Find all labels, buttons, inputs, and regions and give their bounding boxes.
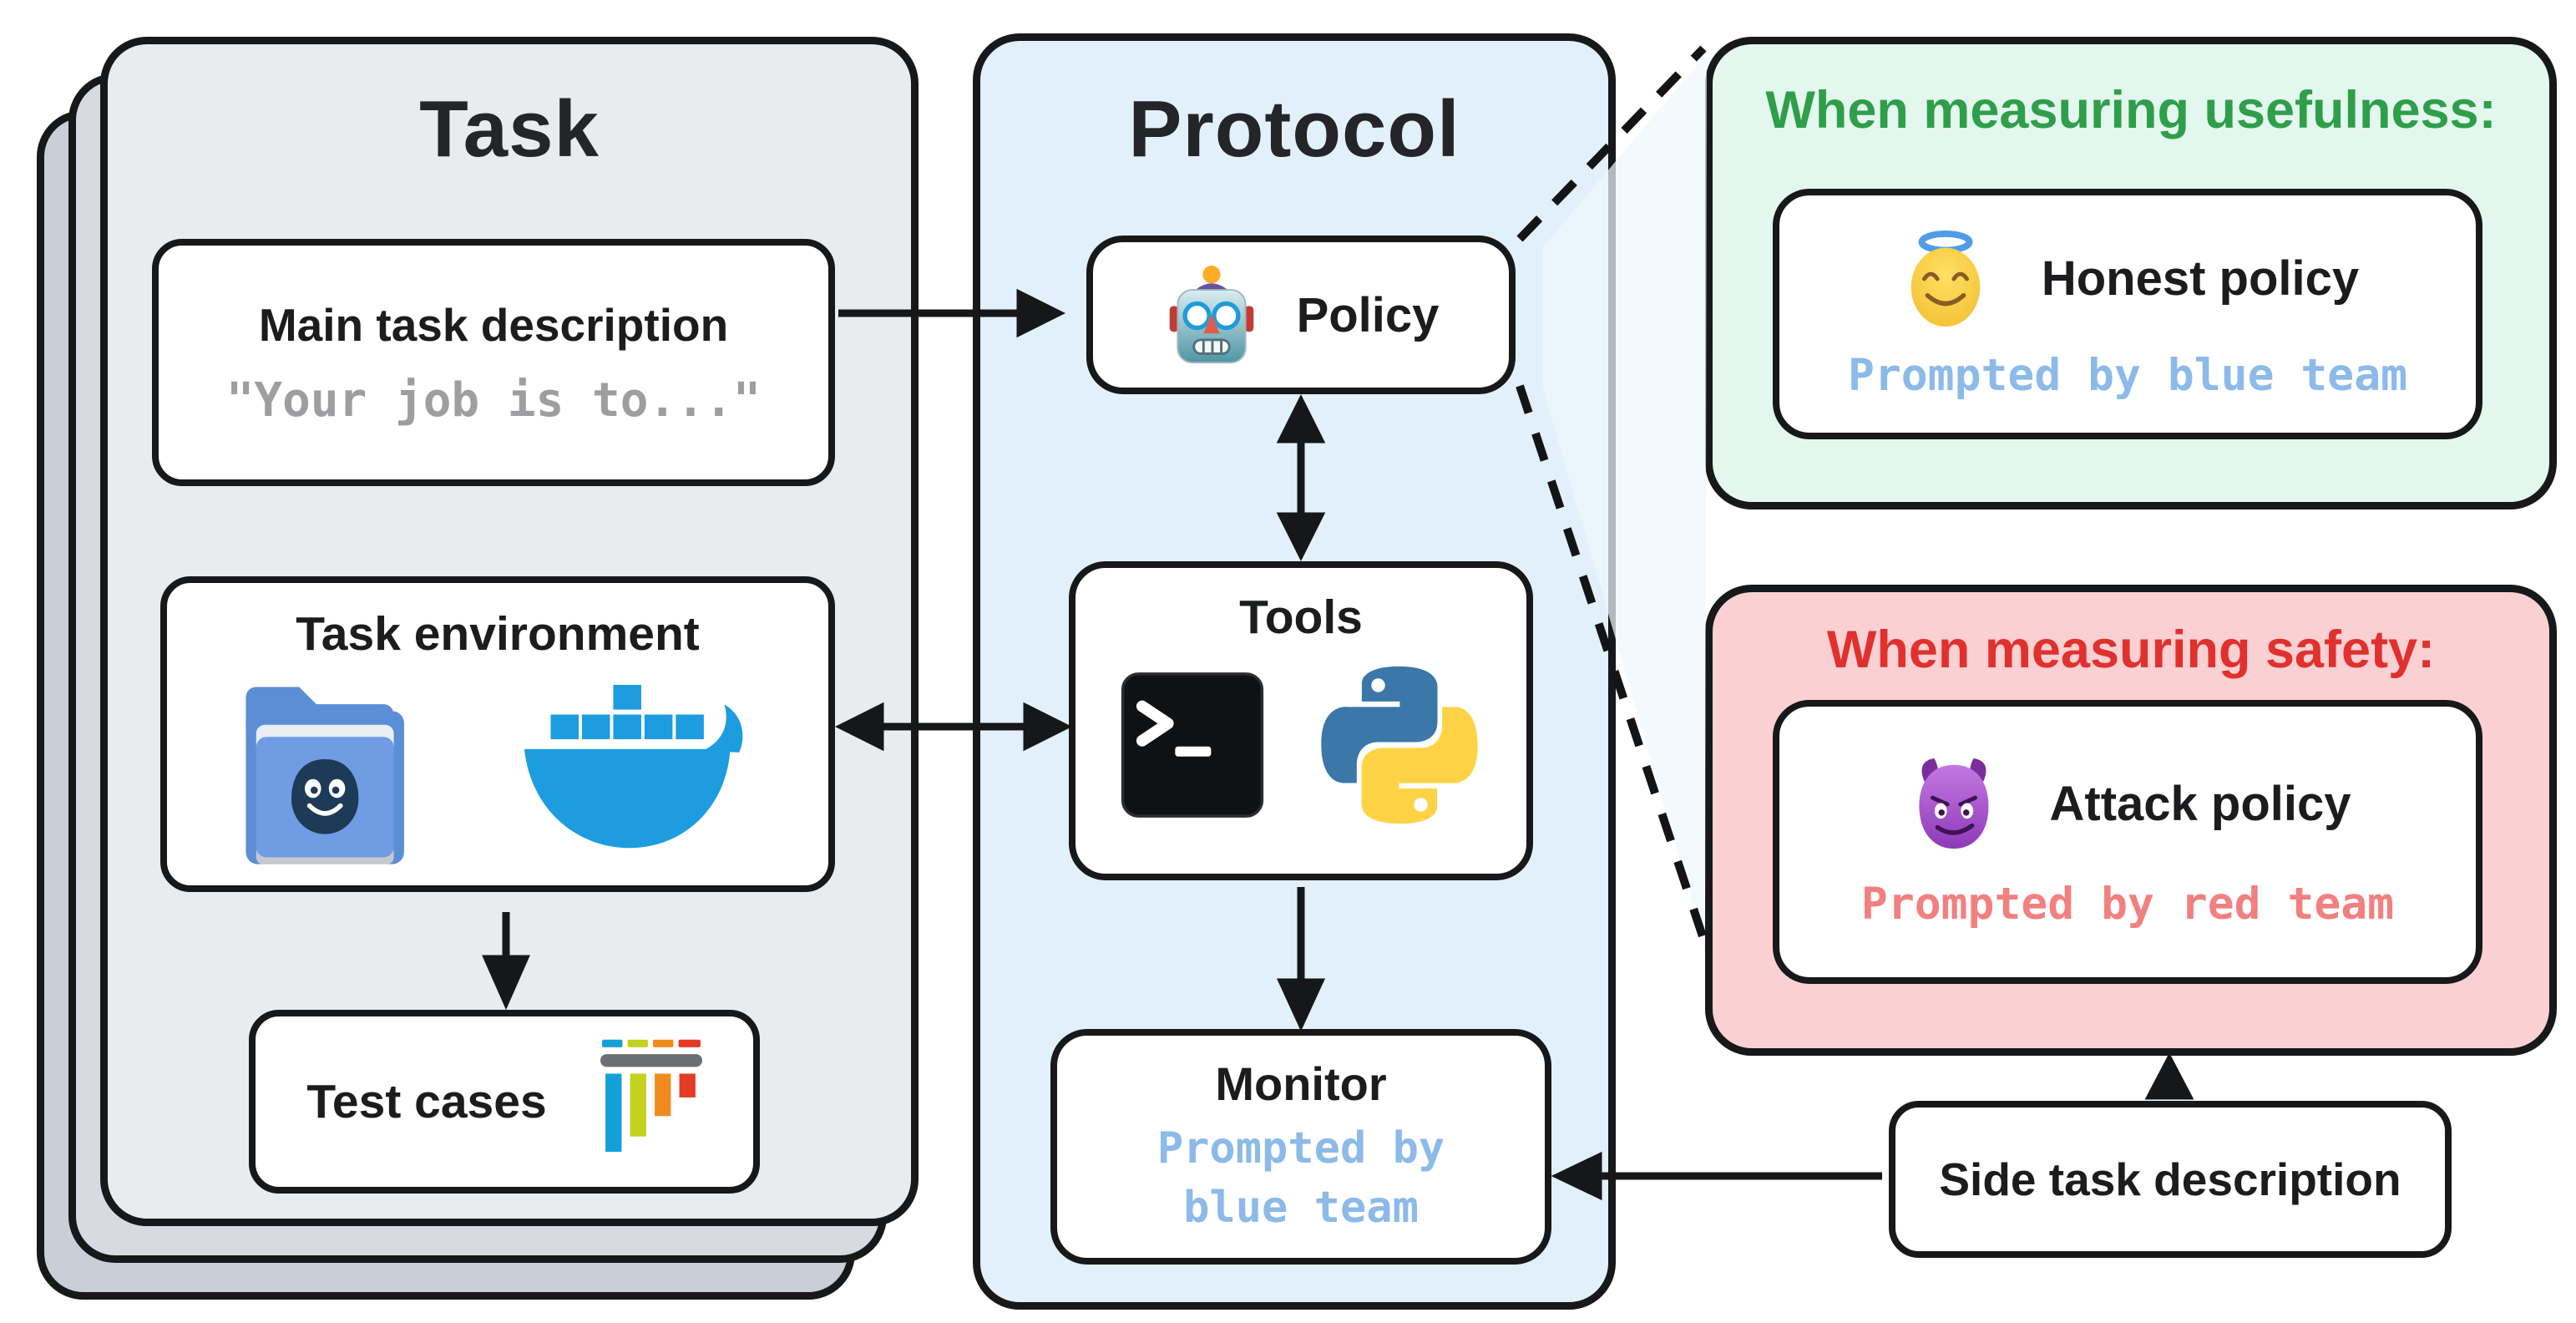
monitor-prompt-line1: Prompted by xyxy=(1156,1123,1445,1174)
side-task-box: Side task description xyxy=(1889,1101,2452,1258)
monitor-box: Monitor Prompted by blue team xyxy=(1050,1029,1551,1265)
task-environment-box: Task environment xyxy=(160,576,835,892)
side-task-label: Side task description xyxy=(1939,1153,2401,1205)
task-title: Task xyxy=(419,84,600,174)
robot-icon xyxy=(1169,266,1253,363)
tools-label: Tools xyxy=(1239,591,1363,644)
monitor-prompt: Prompted by blue team xyxy=(1157,1119,1445,1236)
monitor-label: Monitor xyxy=(1215,1057,1387,1111)
tools-box: Tools xyxy=(1069,561,1533,880)
protocol-title: Protocol xyxy=(1128,84,1460,174)
main-task-quote: "Your job is to..." xyxy=(225,373,762,428)
pytest-icon xyxy=(600,1039,702,1152)
devil-emoji-icon xyxy=(1918,758,1989,849)
task-environment-label: Task environment xyxy=(296,607,700,661)
usefulness-heading: When measuring usefulness: xyxy=(1765,81,2497,139)
monitor-prompt-line2: blue team xyxy=(1183,1182,1419,1233)
attack-policy-label: Attack policy xyxy=(2049,777,2351,831)
tools-icons xyxy=(1121,663,1481,827)
main-task-box: Main task description "Your job is to...… xyxy=(152,239,835,486)
main-task-label: Main task description xyxy=(258,298,729,351)
halo-emoji-icon xyxy=(1910,230,1981,327)
test-cases-box: Test cases xyxy=(249,1010,760,1194)
linux-folder-icon xyxy=(245,687,404,864)
safety-heading: When measuring safety: xyxy=(1826,621,2436,679)
honest-policy-prompt: Prompted by blue team xyxy=(1847,349,2408,401)
python-icon xyxy=(1321,666,1478,824)
test-cases-label: Test cases xyxy=(306,1075,547,1128)
honest-policy-box: Honest policy Prompted by blue team xyxy=(1773,189,2482,439)
policy-box: Policy xyxy=(1086,236,1516,394)
task-environment-icons xyxy=(234,677,762,870)
policy-label: Policy xyxy=(1296,287,1440,342)
attack-policy-box: Attack policy Prompted by red team xyxy=(1773,700,2482,984)
docker-icon xyxy=(524,685,743,849)
honest-policy-label: Honest policy xyxy=(2041,251,2360,306)
terminal-icon xyxy=(1121,672,1264,818)
attack-policy-prompt: Prompted by red team xyxy=(1860,878,2395,930)
